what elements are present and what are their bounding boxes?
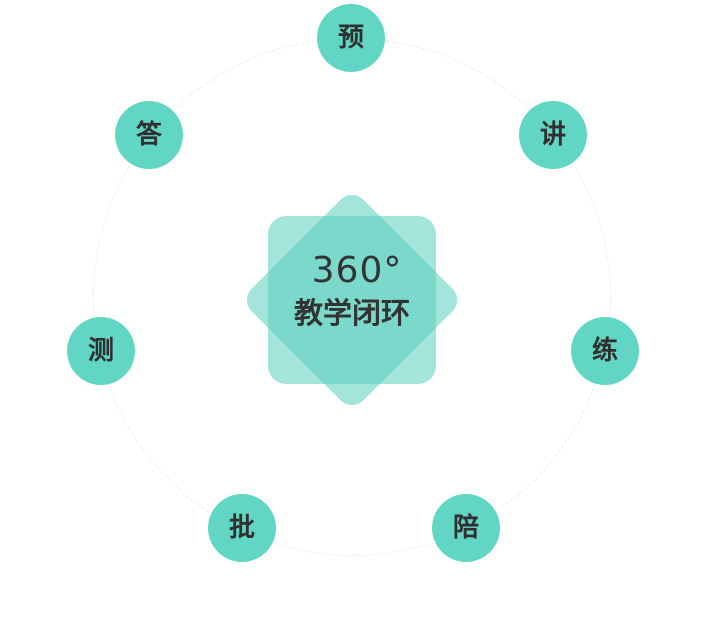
center-label: 教学闭环 xyxy=(293,296,410,330)
center-badge: 360° 教学闭环 xyxy=(240,188,464,412)
node-accompany: 陪 xyxy=(432,494,500,562)
center-text: 360° 教学闭环 xyxy=(252,250,452,332)
node-preview: 预 xyxy=(317,4,385,72)
node-lecture: 讲 xyxy=(519,101,587,169)
node-test: 测 xyxy=(67,317,135,385)
center-degree: 360° xyxy=(311,250,403,291)
node-grade: 批 xyxy=(208,494,276,562)
node-practice: 练 xyxy=(571,317,639,385)
node-answer: 答 xyxy=(115,101,183,169)
